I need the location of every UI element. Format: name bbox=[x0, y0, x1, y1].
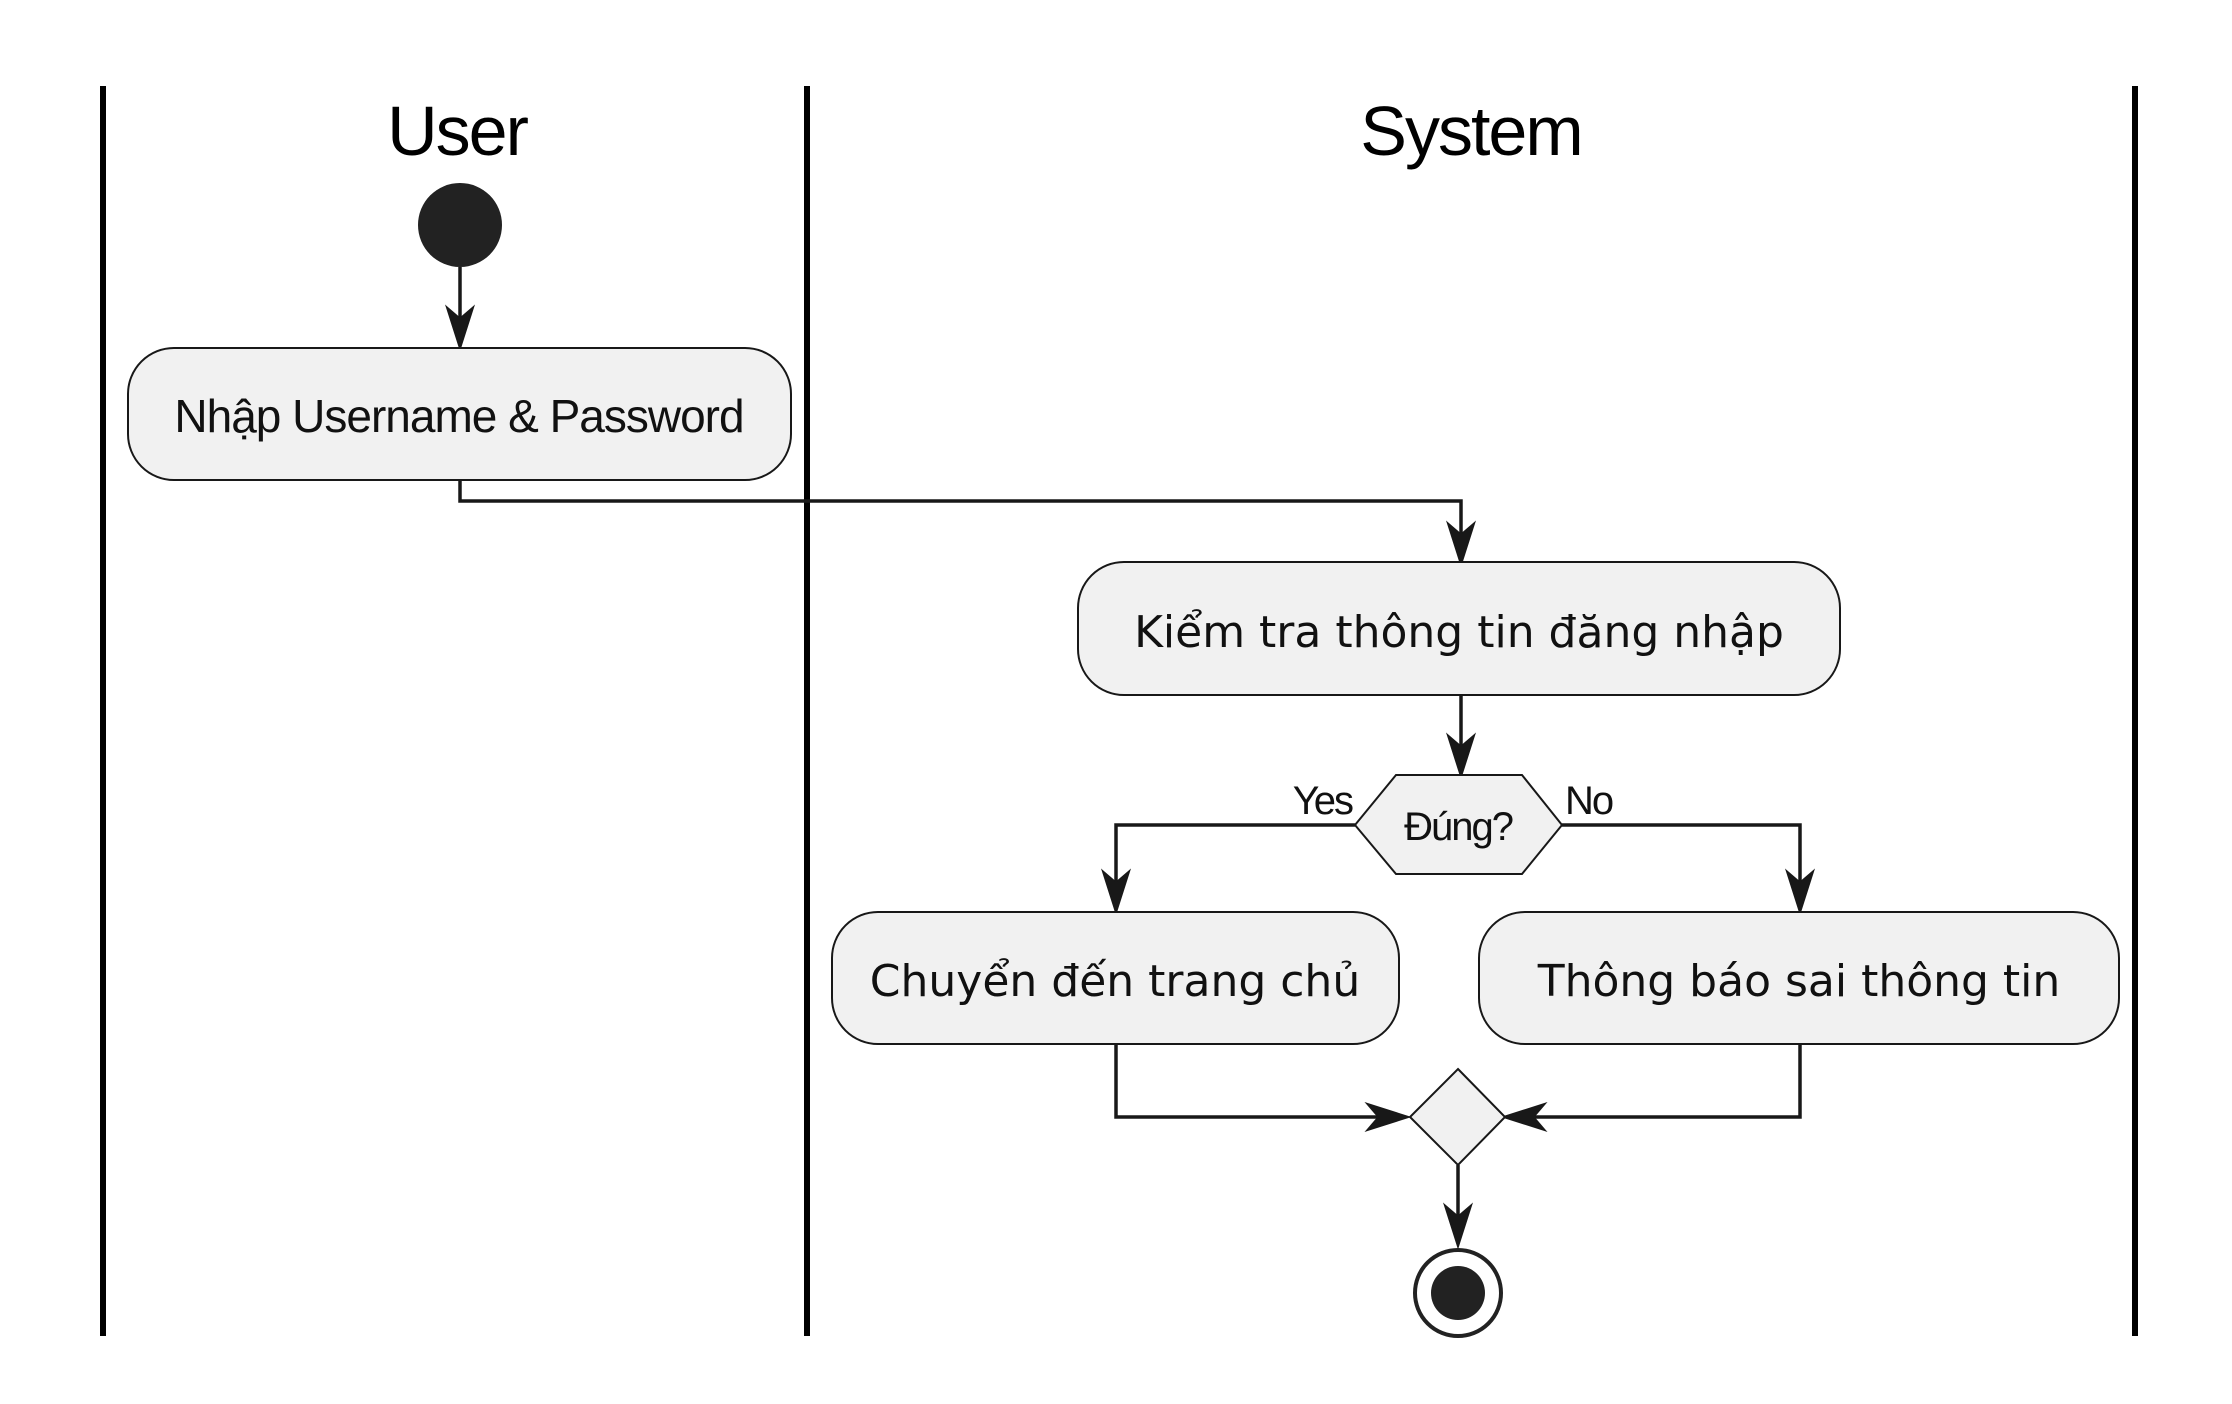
activity-go-home-label: Chuyển đến trang chủ bbox=[870, 956, 1360, 1007]
activity-check-login-label: Kiểm tra thông tin đăng nhập bbox=[1134, 607, 1784, 658]
branch-label-no: No bbox=[1565, 779, 1613, 823]
lane-title-user: User bbox=[387, 92, 528, 170]
edge-failure-to-merge bbox=[1508, 1044, 1802, 1119]
edge-decision-no bbox=[1562, 823, 1802, 906]
arrowhead-end bbox=[1442, 1202, 1474, 1250]
branch-label-yes: Yes bbox=[1293, 779, 1353, 823]
merge-node bbox=[1408, 1067, 1507, 1167]
arrowhead-success bbox=[1100, 868, 1132, 916]
edge-success-to-merge bbox=[1114, 1044, 1404, 1119]
arrowhead-input bbox=[444, 304, 476, 352]
activity-check-login bbox=[1077, 561, 1841, 696]
arrowhead-failure bbox=[1784, 868, 1816, 916]
arrowhead-decision bbox=[1445, 732, 1477, 780]
edge-decision-yes bbox=[1114, 823, 1355, 906]
activity-wrong-info-label: Thông báo sai thông tin bbox=[1537, 956, 2061, 1007]
lane-title-system: System bbox=[1360, 92, 1581, 170]
end-node-core bbox=[1431, 1266, 1485, 1320]
start-node bbox=[418, 183, 502, 267]
arrowhead-merge-right bbox=[1500, 1101, 1548, 1133]
activity-input-credentials-label: Nhập Username & Password bbox=[174, 390, 743, 442]
decision-label: Đúng? bbox=[1404, 805, 1513, 849]
edge-input-to-check bbox=[458, 480, 1463, 558]
arrowhead-merge-left bbox=[1364, 1101, 1412, 1133]
arrowhead-check bbox=[1445, 520, 1477, 568]
